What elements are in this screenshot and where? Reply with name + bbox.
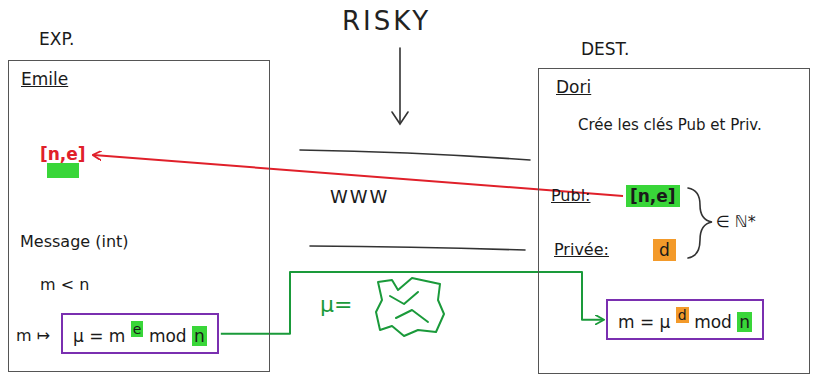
key-box: [n,e] [36, 143, 90, 178]
annotation: μ= [320, 292, 352, 318]
exponent: d [676, 307, 689, 323]
down-arrow-head [392, 112, 408, 124]
connector-arrow [221, 272, 603, 334]
annotation: WWW [330, 186, 389, 208]
key-text: [n,e] [40, 144, 86, 164]
exponent: e [131, 321, 144, 337]
formula-part: mod [149, 326, 187, 346]
formula-part: n [737, 312, 752, 332]
www-band-line [310, 246, 525, 250]
formula-part: m = μ [618, 312, 670, 332]
formula-box: μ = m e mod n [61, 313, 219, 354]
annotation: Publ: [551, 186, 591, 205]
down-arrow [399, 48, 401, 122]
message-scribble [376, 278, 444, 336]
www-band-line [300, 150, 530, 160]
annotation: Crée les clés Pub et Priv. [578, 116, 762, 134]
formula-text: μ = m e mod n [61, 313, 219, 354]
key-text: [n,e] [630, 186, 676, 206]
formula-text: m = μ d mod n [606, 299, 764, 340]
role-heading: DEST. [581, 39, 629, 59]
party-name: Emile [21, 69, 68, 89]
formula-part: μ = m [73, 326, 125, 346]
formula-part: n [192, 326, 207, 346]
party-box: DEST.Dori[n,e]dm = μ d mod n [538, 68, 810, 374]
party-box: EXP.Emile[n,e]μ = m e mod n [8, 60, 270, 372]
formula-part: mod [694, 312, 732, 332]
annotation: RISKY [342, 6, 431, 37]
formula-box: m = μ d mod n [606, 299, 764, 340]
annotation: Privée: [554, 240, 609, 259]
key-box: d [653, 239, 676, 261]
party-name: Dori [556, 77, 591, 97]
annotation: m ↦ [16, 326, 50, 345]
brace [688, 188, 712, 258]
message-scribble [390, 292, 428, 322]
annotation: Message (int) [20, 232, 129, 251]
annotation: ∈ ℕ* [716, 212, 756, 231]
role-heading: EXP. [39, 29, 74, 49]
key-box: [n,e] [626, 185, 680, 207]
key-text: d [659, 240, 670, 260]
annotation: m < n [40, 275, 89, 294]
